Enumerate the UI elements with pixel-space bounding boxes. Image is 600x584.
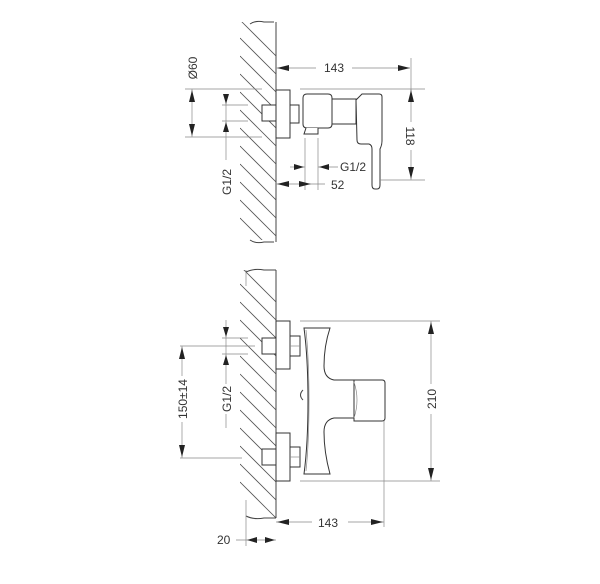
dim-side-height: 118: [403, 126, 417, 145]
dim-front-wall-offset: 20: [217, 533, 231, 547]
wall-hatching-bottom: [240, 270, 276, 519]
dim-side-inlet-thread: G1/2: [220, 169, 234, 195]
dim-side-depth: 143: [324, 61, 344, 75]
dim-front-height: 210: [425, 389, 439, 409]
dim-front-centers: 150±14: [176, 379, 190, 419]
mixer-body-front: [303, 327, 355, 475]
side-view: 143 118 Ø60 G1/2 G1/2 52: [185, 20, 425, 244]
dim-front-depth: 143: [318, 516, 338, 530]
nut: [289, 104, 300, 124]
dim-side-outlet-thread: G1/2: [340, 160, 366, 174]
wall-hatching-top: [240, 22, 276, 240]
mixer-body: [302, 93, 333, 129]
dim-side-diameter: Ø60: [186, 56, 200, 79]
lever-handle: [355, 93, 383, 190]
lever-handle-front: [353, 379, 386, 422]
dim-side-outlet-offset: 52: [331, 178, 345, 192]
dim-front-inlet-thread: G1/2: [220, 386, 234, 412]
inlet-pipe: [261, 104, 277, 122]
escutcheon-upper: [275, 320, 291, 370]
front-view: 210 143 20 150±14 G1/2: [174, 268, 440, 547]
escutcheon: [275, 89, 291, 139]
escutcheon-lower: [275, 432, 291, 482]
